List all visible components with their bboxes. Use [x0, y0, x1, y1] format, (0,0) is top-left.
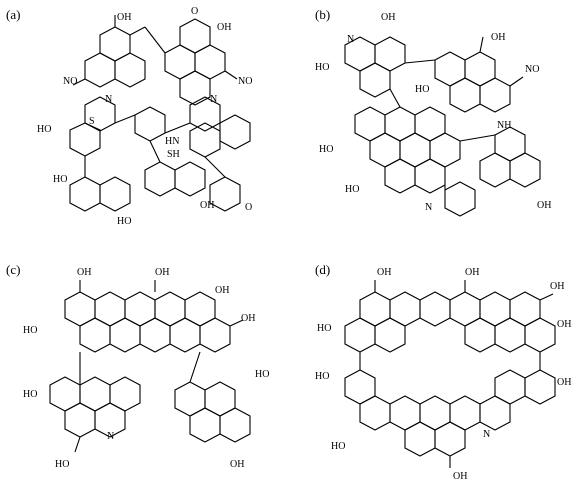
group-label: HO: [255, 369, 270, 380]
group-label: OH: [377, 267, 392, 278]
panel-label-a: (a): [6, 7, 21, 22]
group-label: HO: [53, 174, 68, 185]
group-label: OH: [453, 471, 468, 482]
group-label: OH: [77, 267, 92, 278]
group-label: OH: [550, 281, 565, 292]
group-label: N: [425, 202, 433, 213]
panel-label-d: (d): [315, 262, 331, 277]
group-label: HO: [315, 371, 330, 382]
group-label: N: [483, 429, 491, 440]
group-label: HO: [345, 184, 360, 195]
group-label: NO: [238, 76, 253, 87]
group-label: HN: [165, 136, 180, 147]
group-label: OH: [230, 459, 245, 470]
group-label: HO: [37, 124, 52, 135]
group-label: HO: [331, 441, 346, 452]
group-label: OH: [241, 313, 256, 324]
group-label: OH: [537, 200, 552, 211]
group-label: S: [89, 116, 95, 127]
group-label: HO: [319, 144, 334, 155]
group-label: N: [105, 94, 113, 105]
structure-c-drawing: [49, 280, 251, 453]
structure-d-drawing: [344, 280, 556, 468]
structure-b-drawing: [344, 36, 541, 217]
structure-a-drawing: [69, 15, 251, 212]
panel-label-c: (c): [6, 262, 21, 277]
panel-b: (b) OH N HO: [305, 5, 575, 240]
group-label: N: [107, 431, 115, 442]
panel-c: (c) OH OH OH: [5, 260, 275, 495]
group-label: HO: [315, 62, 330, 73]
group-label: N: [210, 94, 218, 105]
group-label: NO: [525, 64, 540, 75]
group-label: HO: [117, 216, 132, 227]
group-label: OH: [217, 22, 232, 33]
group-label: OH: [215, 285, 230, 296]
group-label: OH: [117, 12, 132, 23]
group-label: HO: [23, 325, 38, 336]
group-label: OH: [557, 377, 572, 388]
group-label: O: [191, 6, 199, 17]
group-label: N: [347, 34, 355, 45]
group-label: SH: [167, 149, 180, 160]
group-label: NH: [497, 120, 512, 131]
group-label: NO: [63, 76, 78, 87]
group-label: OH: [465, 267, 480, 278]
group-label: OH: [557, 319, 572, 330]
group-label: HO: [23, 389, 38, 400]
group-label: O: [245, 202, 253, 213]
group-label: OH: [200, 200, 215, 211]
group-label: HO: [317, 323, 332, 334]
group-label: HO: [55, 459, 70, 470]
panel-d: (d): [305, 260, 575, 495]
group-label: OH: [381, 12, 396, 23]
panel-a: (a) OH O: [5, 5, 275, 240]
group-label: OH: [491, 32, 506, 43]
group-label: OH: [155, 267, 170, 278]
group-label: HO: [415, 84, 430, 95]
panel-label-b: (b): [315, 7, 331, 22]
